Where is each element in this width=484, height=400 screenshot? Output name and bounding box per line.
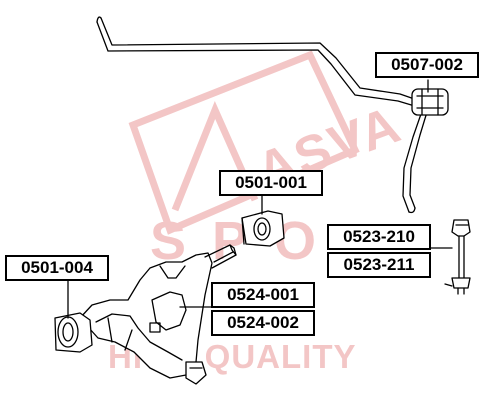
part-label-0501-001[interactable]: 0501-001 — [219, 170, 323, 196]
stabilizer-link-drawing — [444, 219, 471, 295]
leader-lines — [67, 79, 453, 319]
arm-pin-drawing — [204, 244, 237, 269]
part-label-0524-001[interactable]: 0524-001 — [211, 282, 315, 308]
part-label-0524-002[interactable]: 0524-002 — [211, 310, 315, 336]
part-label-0523-211[interactable]: 0523-211 — [327, 252, 431, 278]
watermark-sub: SPO — [150, 210, 342, 272]
part-label-0507-002[interactable]: 0507-002 — [375, 52, 479, 78]
watermark-frame — [128, 50, 360, 235]
bushing-0501-004-drawing — [54, 312, 93, 353]
part-label-0523-210[interactable]: 0523-210 — [327, 224, 431, 250]
part-label-0501-004[interactable]: 0501-004 — [5, 255, 109, 281]
bushing-0501-001-drawing — [241, 210, 285, 247]
lower-arm-drawing — [79, 252, 213, 385]
stabilizer-bushing-drawing — [411, 88, 449, 116]
